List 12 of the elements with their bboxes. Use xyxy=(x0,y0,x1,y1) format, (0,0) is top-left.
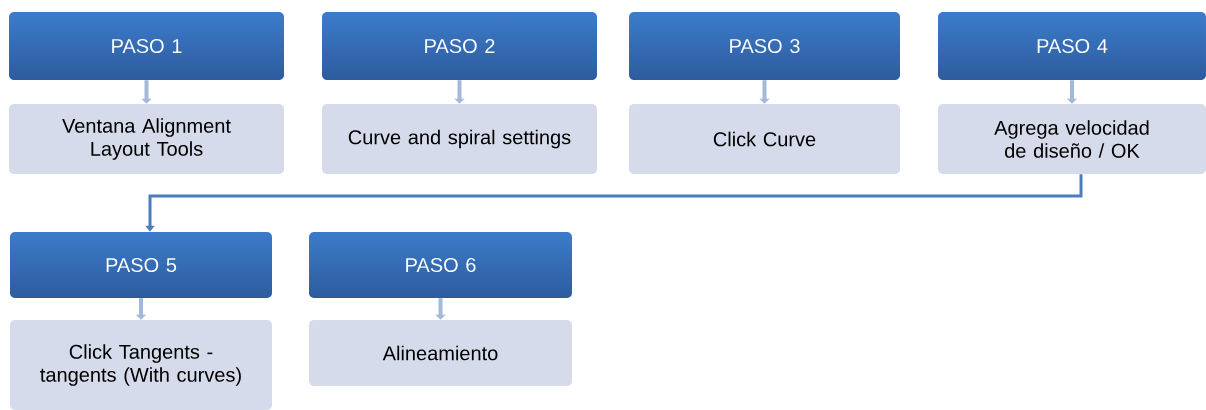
step-box: Curve and spiral settings xyxy=(322,104,597,174)
step-box: Click Tangents - tangents (With curves) xyxy=(10,320,272,410)
step-header: PASO 4 xyxy=(1037,38,1108,54)
step-header: PASO 2 xyxy=(425,38,495,54)
step-box: Click Curve xyxy=(629,104,900,174)
step-header: PASO 1 xyxy=(112,38,182,54)
step-box: Ventana Alignment Layout Tools xyxy=(9,104,284,174)
step-header: PASO 6 xyxy=(406,257,476,273)
step-header: PASO 3 xyxy=(730,38,800,54)
step-box: Agrega velocidad de diseño / OK xyxy=(938,104,1206,174)
step-header: PASO 5 xyxy=(106,257,177,273)
step-box: Alineamiento xyxy=(309,320,572,386)
